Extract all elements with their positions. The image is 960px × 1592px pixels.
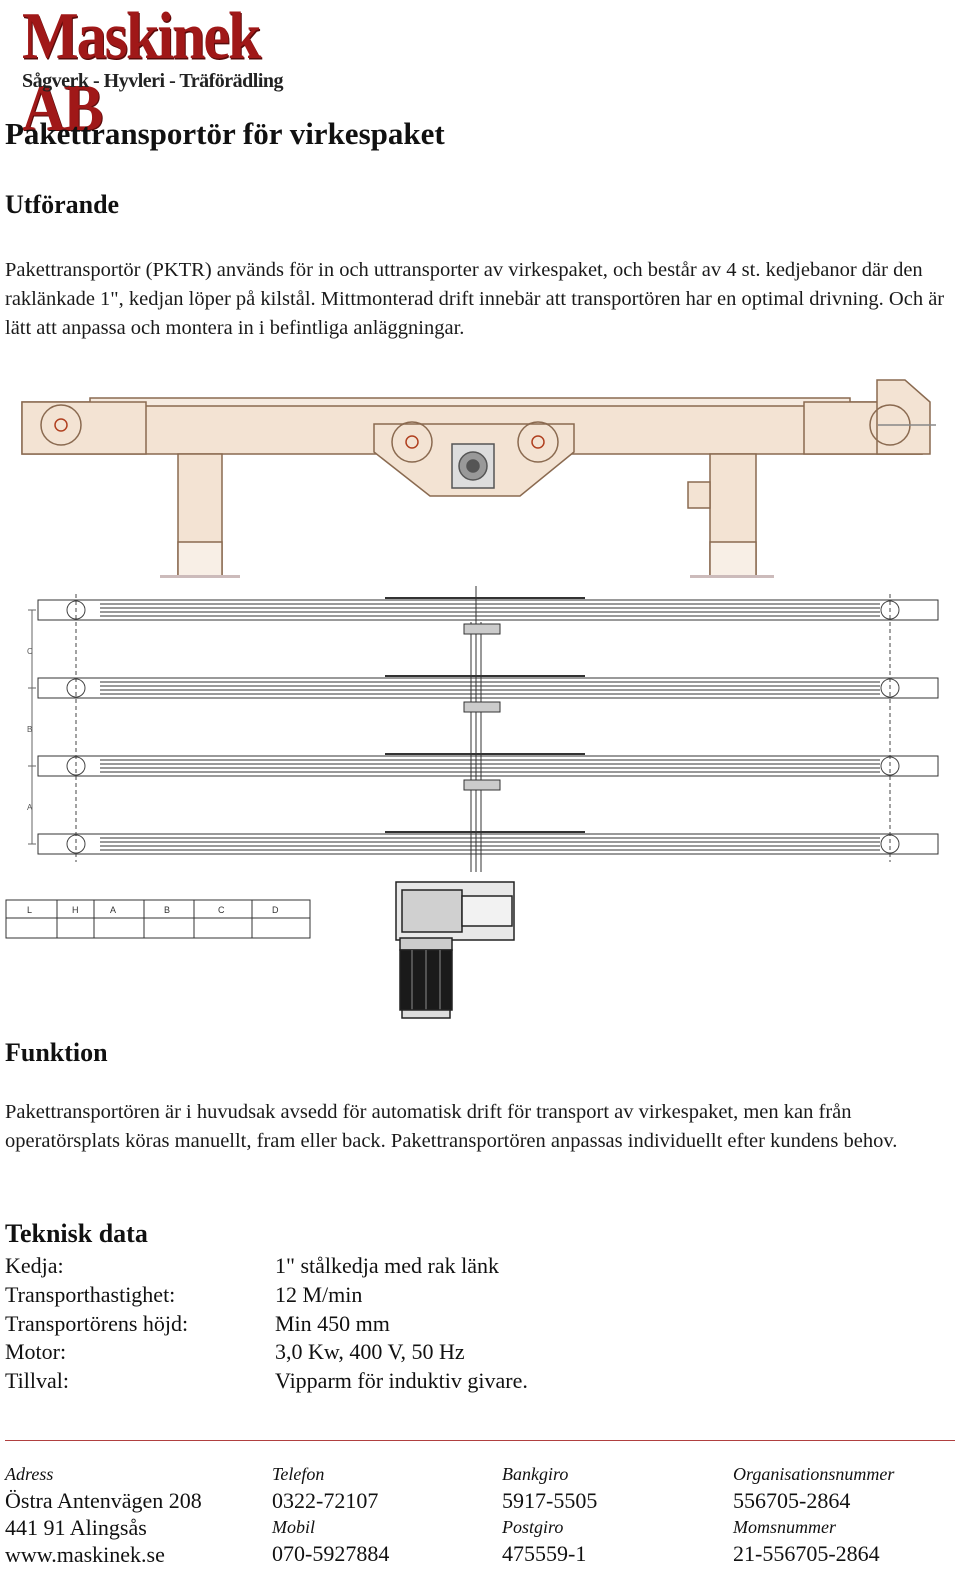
spec-row-tillval: Tillval: Vipparm för induktiv givare. [5, 1367, 528, 1396]
chain-track-2 [37, 675, 939, 699]
spec-value: 3,0 Kw, 400 V, 50 Hz [275, 1339, 465, 1365]
footer-label: Bankgiro [502, 1464, 569, 1484]
conveyor-drawing: C B A L H A B C D [5, 379, 939, 1019]
drive-unit-side [451, 443, 495, 489]
dim-header-h: H [72, 905, 79, 915]
heading-utforande: Utförande [5, 190, 120, 219]
footer-value: 0322-72107 [272, 1488, 379, 1513]
footer-website-link[interactable]: www.maskinek.se [5, 1542, 165, 1567]
dim-header-b: B [164, 905, 170, 915]
spec-value: 12 M/min [275, 1281, 363, 1307]
chain-track-4 [37, 831, 939, 855]
footer-value: Östra Antenvägen 208 [5, 1488, 202, 1513]
dim-header-a: A [110, 905, 116, 915]
dim-label-c: C [27, 647, 33, 656]
heading-funktion: Funktion [5, 1038, 108, 1067]
spec-key: Transportörens höjd: [5, 1310, 189, 1336]
dim-label-a: A [27, 803, 33, 812]
company-logo: Maskinek AB Sågverk - Hyvleri - Träföräd… [22, 0, 302, 143]
heading-teknisk-data: Teknisk data [5, 1219, 148, 1248]
page-title: Pakettransportör för virkespaket [5, 116, 445, 151]
dimension-labels: C B A [27, 647, 33, 812]
footer-col-adress: Adress Östra Antenvägen 208 441 91 Aling… [5, 1462, 202, 1569]
footer-label: Organisationsnummer [733, 1464, 895, 1484]
spec-value: Vipparm för induktiv givare. [275, 1368, 528, 1394]
footer-label: Mobil [272, 1517, 315, 1537]
dim-label-b: B [27, 725, 32, 734]
footer-label: Telefon [272, 1464, 325, 1484]
footer-col-orgnr: Organisationsnummer 556705-2864 Momsnumm… [733, 1462, 894, 1568]
dimension-table [5, 899, 311, 939]
spec-row-kedja: Kedja: 1" stålkedja med rak länk [5, 1252, 528, 1281]
logo-name: Maskinek AB [22, 0, 261, 145]
dim-header-l: L [27, 905, 32, 915]
spec-table: Kedja: 1" stålkedja med rak länk Transpo… [5, 1252, 528, 1396]
footer-value: 556705-2864 [733, 1488, 851, 1513]
spec-value: Min 450 mm [275, 1310, 390, 1336]
dim-header-c: C [218, 905, 225, 915]
spec-row-hastighet: Transporthastighet: 12 M/min [5, 1281, 528, 1310]
footer-label: Momsnummer [733, 1517, 836, 1537]
chain-tracks [28, 586, 939, 872]
footer-value: 070-5927884 [272, 1541, 390, 1566]
spec-key: Transporthastighet: [5, 1281, 176, 1307]
spec-key: Kedja: [5, 1253, 64, 1278]
footer-value: 441 91 Alingsås [5, 1515, 147, 1540]
funktion-text: Pakettransportören är i huvudsak avsedd … [5, 1101, 898, 1152]
spec-key: Tillval: [5, 1368, 69, 1394]
drive-shaft [463, 586, 501, 872]
sprockets [40, 404, 936, 463]
spec-row-hojd: Transportörens höjd: Min 450 mm [5, 1310, 528, 1339]
dimension-line [28, 609, 36, 845]
spec-value: 1" stålkedja med rak länk [275, 1253, 500, 1278]
dim-header-d: D [272, 905, 279, 915]
chain-track-1 [37, 597, 939, 621]
footer-label: Postgiro [502, 1517, 564, 1537]
utforande-text: Pakettransportör (PKTR) används för in o… [5, 259, 945, 339]
footer-col-telefon: Telefon 0322-72107 Mobil 070-5927884 [272, 1462, 389, 1568]
footer-col-bankgiro: Bankgiro 5917-5505 Postgiro 475559-1 [502, 1462, 597, 1568]
footer-value: 475559-1 [502, 1541, 587, 1566]
end-sprockets [66, 594, 900, 862]
spec-key: Motor: [5, 1339, 67, 1365]
spec-row-motor: Motor: 3,0 Kw, 400 V, 50 Hz [5, 1338, 528, 1367]
chain-track-3 [37, 753, 939, 777]
footer-value: 5917-5505 [502, 1488, 598, 1513]
footer-divider [5, 1440, 955, 1441]
side-view [21, 379, 931, 578]
footer-value: 21-556705-2864 [733, 1541, 880, 1566]
logo-tagline: Sågverk - Hyvleri - Träförädling [22, 70, 284, 92]
footer-label: Adress [5, 1464, 54, 1484]
gear-motor [395, 881, 515, 1019]
